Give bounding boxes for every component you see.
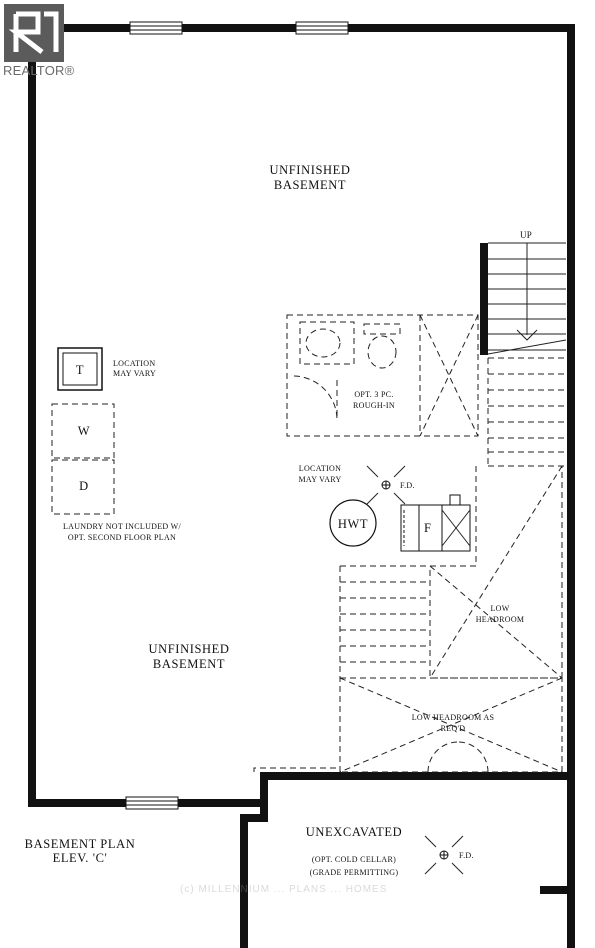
furnace	[400, 494, 471, 552]
hwt-location-1: LOCATION	[299, 464, 341, 473]
lower-stairs-dashed	[339, 565, 430, 772]
foundation-wall	[28, 24, 575, 807]
window-top-left	[129, 21, 183, 35]
low-headroom-req-1: LOW HEADROOM AS	[412, 713, 495, 722]
plan-title-2: ELEV. 'C'	[53, 851, 108, 865]
cold-cellar-label-2: (GRADE PERMITTING)	[310, 868, 399, 877]
cold-cellar-label-1: (OPT. COLD CELLAR)	[312, 855, 396, 864]
lower-basement-label-2: BASEMENT	[153, 657, 225, 671]
dryer-outline	[51, 459, 115, 515]
dryer-label: D	[79, 479, 89, 493]
rough-in-label-1: OPT. 3 PC.	[354, 390, 393, 399]
floor-drain-icon	[366, 465, 406, 505]
window-bottom	[125, 796, 179, 810]
hwt-tank	[329, 499, 377, 547]
upper-basement-label-2: BASEMENT	[274, 178, 346, 192]
low-headroom-req-zone	[253, 677, 563, 773]
watermark: (c) MILLENNIUM ... PLANS ... HOMES	[180, 884, 388, 895]
laundry-note-2: OPT. SECOND FLOOR PLAN	[68, 533, 176, 542]
low-headroom-1: LOW	[490, 604, 509, 613]
washer-outline	[51, 403, 115, 459]
cellar-wall	[240, 780, 575, 948]
low-headroom-2: HEADROOM	[476, 615, 525, 624]
low-headroom-req-2: REQ'D	[441, 724, 466, 733]
tub-location-1: LOCATION	[113, 359, 155, 368]
floor-drain-cellar-icon	[424, 835, 464, 875]
realtor-logo: REALTOR®	[0, 0, 74, 82]
stairs	[480, 242, 567, 355]
hwt-label: HWT	[338, 517, 368, 531]
rough-in-label-2: ROUGH-IN	[353, 401, 395, 410]
bathroom-rough-in	[286, 314, 479, 437]
laundry-tub	[57, 347, 103, 391]
low-headroom-zone	[429, 465, 563, 679]
plan-title-1: BASEMENT PLAN	[25, 837, 136, 851]
lower-basement-label-1: UNFINISHED	[149, 642, 230, 656]
unexcavated-label: UNEXCAVATED	[306, 825, 402, 839]
window-top-right	[295, 21, 349, 35]
realtor-logo-icon	[4, 4, 64, 62]
laundry-note-1: LAUNDRY NOT INCLUDED W/	[63, 522, 182, 531]
hwt-location-2: MAY VARY	[298, 475, 341, 484]
washer-label: W	[78, 424, 90, 438]
tub-symbol: T	[76, 363, 84, 377]
tub-location-2: MAY VARY	[113, 369, 156, 378]
stairs-below-dashed	[487, 357, 566, 467]
stairs-up-label: UP	[520, 230, 532, 240]
floor-drain-cellar-label: F.D.	[459, 851, 474, 860]
realtor-logo-text: REALTOR®	[3, 63, 75, 78]
furnace-label: F	[424, 521, 432, 535]
upper-basement-label-1: UNFINISHED	[270, 163, 351, 177]
floor-drain-label: F.D.	[400, 481, 415, 490]
